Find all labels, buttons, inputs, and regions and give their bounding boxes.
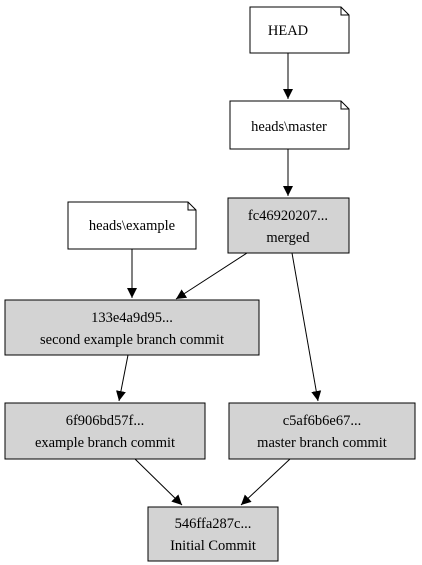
ref-node-example: heads\example xyxy=(67,201,197,250)
commit-hash: c5af6b6e67... xyxy=(283,413,362,429)
ref-label-example: heads\example xyxy=(89,218,175,234)
commit-box xyxy=(228,402,416,460)
commit-node-second-example: 133e4a9d95... second example branch comm… xyxy=(4,299,260,356)
commit-message: second example branch commit xyxy=(40,332,224,348)
commit-hash: 546ffa287c... xyxy=(175,516,252,532)
edges xyxy=(116,53,322,506)
ref-label-head: HEAD xyxy=(268,23,308,39)
commit-box xyxy=(227,197,350,254)
edge-second-example-to-example-commit xyxy=(116,354,129,402)
note-fold xyxy=(340,101,349,110)
commit-node-master: c5af6b6e67... master branch commit xyxy=(228,402,416,460)
edge-merged-to-master-commit xyxy=(291,252,322,402)
commit-hash: 133e4a9d95... xyxy=(91,310,173,326)
commit-node-merged: fc46920207... merged xyxy=(227,197,350,254)
commit-message: merged xyxy=(266,230,310,246)
note-shape xyxy=(249,6,350,54)
commit-hash: fc46920207... xyxy=(248,208,328,224)
note-shape xyxy=(229,100,350,150)
edge-merged-to-second-example xyxy=(175,252,248,300)
commit-message: master branch commit xyxy=(257,435,387,451)
ref-node-master: heads\master xyxy=(229,100,350,150)
commit-hash: 6f906bd57f... xyxy=(66,413,145,429)
note-fold xyxy=(340,7,349,16)
commit-box xyxy=(4,299,260,356)
commit-box xyxy=(147,506,279,562)
commit-message: Initial Commit xyxy=(170,538,256,554)
note-fold xyxy=(187,202,196,211)
edge-example-commit-to-initial xyxy=(134,458,183,506)
edge-master-commit-to-initial xyxy=(240,458,291,506)
commit-node-example: 6f906bd57f... example branch commit xyxy=(4,402,206,460)
commit-box xyxy=(4,402,206,460)
ref-label-master: heads\master xyxy=(251,119,327,135)
commit-message: example branch commit xyxy=(35,435,175,451)
commit-node-initial: 546ffa287c... Initial Commit xyxy=(147,506,279,562)
ref-node-head: HEAD xyxy=(249,6,350,54)
note-shape xyxy=(67,201,197,250)
